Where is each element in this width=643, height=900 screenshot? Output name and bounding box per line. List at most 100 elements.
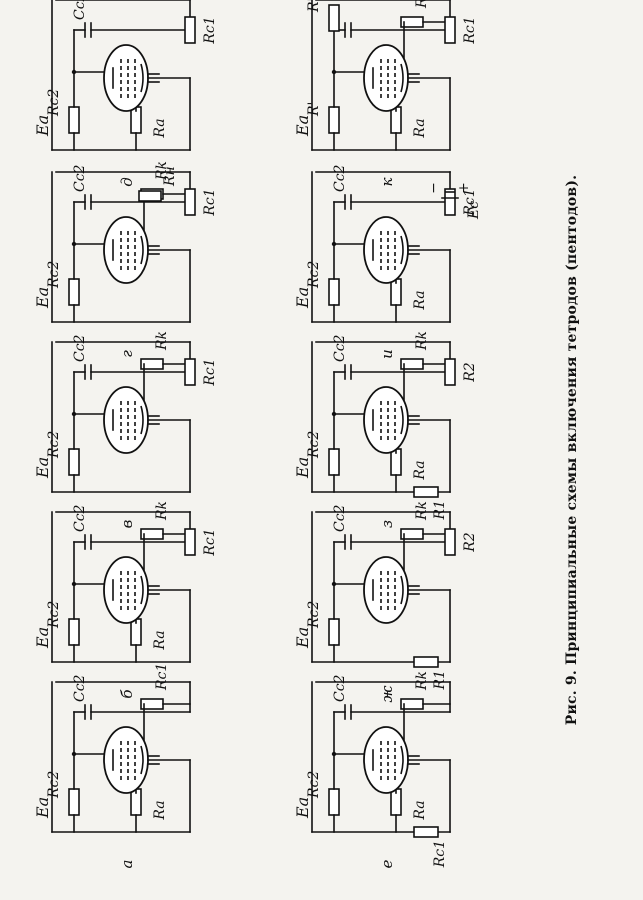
screen-resistor xyxy=(68,448,80,476)
anode-resistor-label: Ra xyxy=(152,118,168,138)
load-resistor-label: Rн xyxy=(162,166,178,187)
divider-resistor xyxy=(413,656,439,668)
grid-resistor-label: Rc1 xyxy=(462,16,478,44)
tube-icon xyxy=(103,44,160,112)
screen-resistor-label: R' xyxy=(306,102,322,117)
anode-resistor-label: Ra xyxy=(412,800,428,820)
screen-resistor xyxy=(68,106,80,134)
screen-resistor-label: Rc2 xyxy=(46,771,62,799)
bypass-capacitor xyxy=(84,704,92,720)
supply-label-ea: Ea xyxy=(293,627,312,649)
divider-resistor-label: Rc1 xyxy=(432,840,448,868)
screen-resistor xyxy=(328,278,340,306)
capacitor-label: Cc2 xyxy=(332,164,348,192)
bypass-capacitor xyxy=(344,704,352,720)
grid-resistor-label: Rc1 xyxy=(202,528,218,556)
grid-resistor-label: R2 xyxy=(462,532,478,553)
divider-resistor xyxy=(413,486,439,498)
grid-resistor xyxy=(184,188,196,216)
capacitor-label: Cc2 xyxy=(72,164,88,192)
panel-letter: а xyxy=(118,860,136,869)
screen-resistor xyxy=(328,618,340,646)
grid-resistor xyxy=(444,16,456,44)
panel-letter: г xyxy=(118,350,136,358)
supply-label-ea: Ea xyxy=(293,115,312,137)
anode-resistor-label: Ra xyxy=(152,630,168,650)
screen-resistor xyxy=(68,618,80,646)
grid-resistor xyxy=(444,188,456,216)
panel-letter: д xyxy=(118,177,136,187)
panel-letter: з xyxy=(378,520,396,528)
tube-icon xyxy=(103,726,160,794)
supply-label-ea: Ea xyxy=(33,457,52,479)
capacitor-label: Cc2 xyxy=(72,0,88,20)
screen-resistor-label: Rc2 xyxy=(306,601,322,629)
tube-icon xyxy=(363,726,420,794)
screen-resistor-label: Rc2 xyxy=(306,261,322,289)
capacitor-label: Cc2 xyxy=(332,504,348,532)
bypass-capacitor xyxy=(344,364,352,380)
cathode-resistor-label: Rk xyxy=(414,501,430,521)
capacitor-label: Cc2 xyxy=(72,334,88,362)
screen-resistor-label: Rc2 xyxy=(46,601,62,629)
panel-letter: б xyxy=(118,689,136,699)
divider-resistor-label: R1 xyxy=(432,500,448,520)
bypass-capacitor xyxy=(84,194,92,210)
upper-resistor xyxy=(328,4,340,32)
supply-label-ea: Ea xyxy=(293,457,312,479)
screen-resistor xyxy=(68,788,80,816)
cathode-resistor-label: Rc1 xyxy=(154,663,170,691)
capacitor-label: Cc2 xyxy=(332,334,348,362)
panel-letter: и xyxy=(378,349,396,359)
panel-letter: е xyxy=(378,859,396,868)
figure-caption: Рис. 9. Принципиальные схемы включения т… xyxy=(564,174,580,726)
anode-resistor-label: Ra xyxy=(412,290,428,310)
capacitor-label: Cc2 xyxy=(72,674,88,702)
tube-icon xyxy=(103,216,160,284)
grid-resistor-label: R2 xyxy=(462,362,478,383)
grid-resistor-label: Rc1 xyxy=(202,16,218,44)
panel-letter: к xyxy=(378,177,396,186)
bias-label-ec: Ec xyxy=(466,201,482,220)
screen-resistor xyxy=(328,106,340,134)
supply-label-ea: Ea xyxy=(33,627,52,649)
screen-resistor xyxy=(328,788,340,816)
screen-resistor-label: Rc2 xyxy=(306,431,322,459)
panel-letter: в xyxy=(118,519,136,528)
bypass-capacitor xyxy=(344,534,352,550)
cathode-resistor-label: Rk xyxy=(154,161,170,181)
load-resistor xyxy=(138,190,162,202)
bypass-capacitor xyxy=(344,22,352,38)
grid-resistor xyxy=(444,358,456,386)
upper-resistor-label: R" xyxy=(306,0,322,13)
anode-resistor-label: Ra xyxy=(412,118,428,138)
screen-resistor-label: Rc2 xyxy=(46,89,62,117)
grid-resistor xyxy=(184,358,196,386)
cathode-resistor-label: Rk xyxy=(414,0,430,9)
bypass-capacitor xyxy=(84,364,92,380)
grid-resistor xyxy=(184,16,196,44)
divider-resistor xyxy=(413,826,439,838)
cathode-resistor-label: Rk xyxy=(414,331,430,351)
grid-resistor xyxy=(444,528,456,556)
bypass-capacitor xyxy=(344,194,352,210)
grid-resistor-label: Rc1 xyxy=(202,358,218,386)
grid-resistor-label: Rc1 xyxy=(462,188,478,216)
screen-resistor xyxy=(68,278,80,306)
cathode-resistor-label: Rk xyxy=(414,671,430,691)
screen-resistor-label: Rc2 xyxy=(46,261,62,289)
anode-resistor-label: Ra xyxy=(152,800,168,820)
screen-resistor xyxy=(328,448,340,476)
tube-icon xyxy=(363,386,420,454)
tube-icon xyxy=(103,556,160,624)
